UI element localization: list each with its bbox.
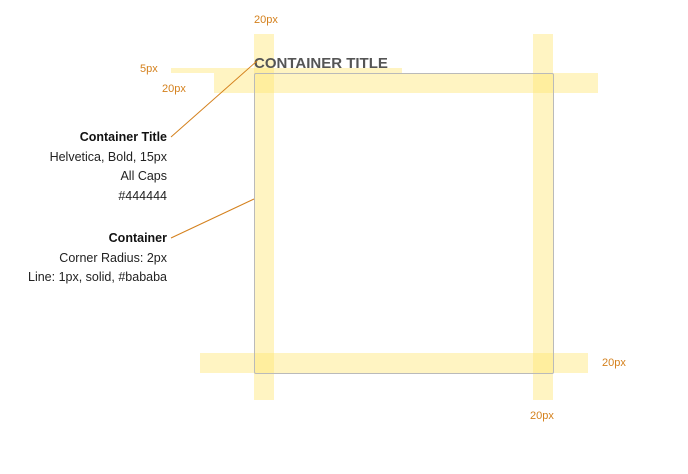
guide-band-title-gap — [171, 68, 402, 73]
dimension-label-bottom: 20px — [530, 410, 554, 422]
dimension-label-title-gap: 5px — [140, 63, 158, 75]
annotation-heading: Container — [108, 231, 167, 245]
annotation-line: All Caps — [120, 169, 167, 183]
annotation-container: Container Corner Radius: 2px Line: 1px, … — [28, 229, 167, 288]
guide-band-top-horizontal — [214, 73, 598, 93]
dimension-label-title-band: 20px — [162, 83, 186, 95]
annotation-line: Line: 1px, solid, #bababa — [28, 270, 167, 284]
annotation-line: #444444 — [118, 188, 167, 203]
dimension-label-top: 20px — [254, 14, 278, 26]
annotation-line: Helvetica, Bold, 15px — [49, 149, 167, 164]
container-title: CONTAINER TITLE — [254, 55, 388, 72]
container — [254, 73, 554, 374]
annotation-line: Corner Radius: 2px — [59, 250, 167, 265]
guide-band-left-vertical — [254, 34, 274, 400]
dimension-label-right: 20px — [602, 357, 626, 369]
annotation-heading: Container Title — [79, 130, 167, 144]
guide-band-bottom-horizontal — [200, 353, 588, 373]
annotation-container-title: Container Title Helvetica, Bold, 15px Al… — [50, 128, 167, 206]
guide-band-right-vertical — [533, 34, 553, 400]
